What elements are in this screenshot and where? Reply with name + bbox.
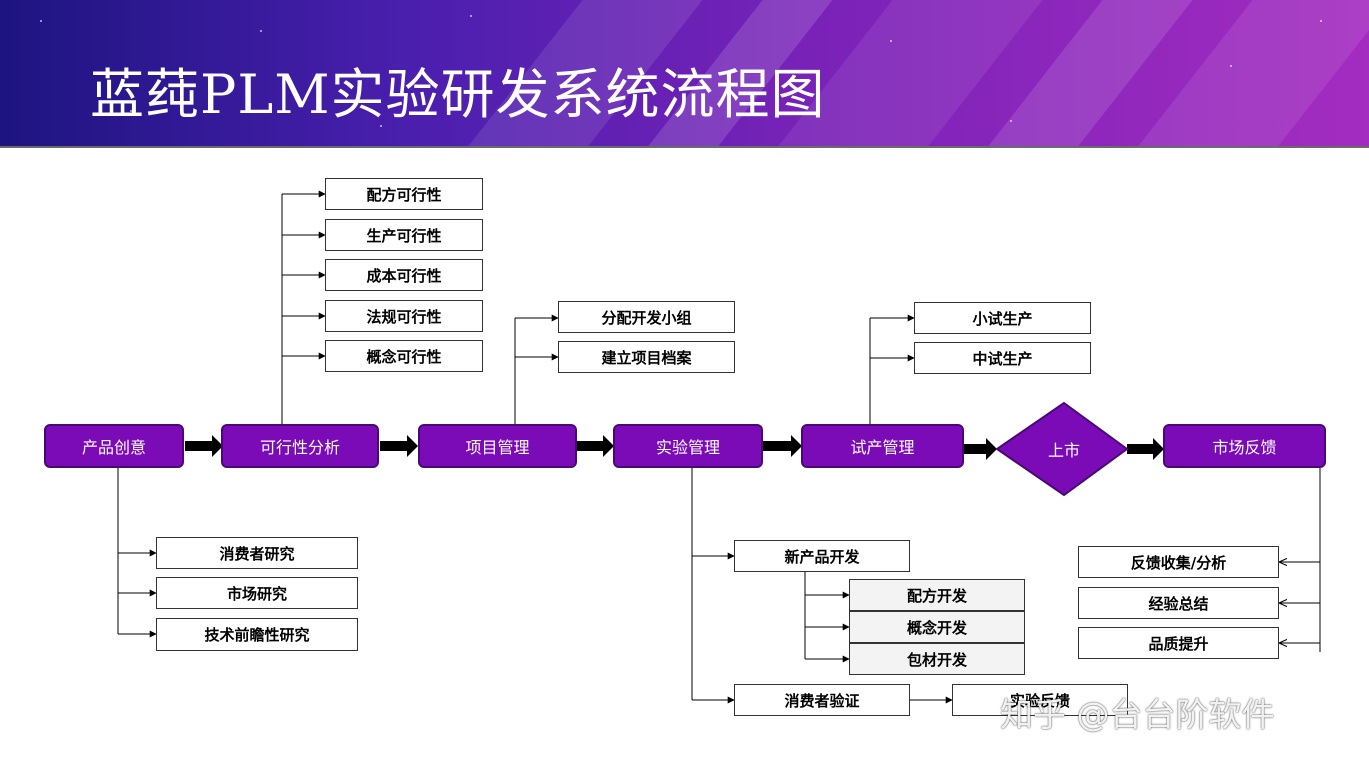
trial-item: 中试生产 [914,342,1091,374]
project-branch [514,314,559,424]
feedback-item: 经验总结 [1078,587,1279,619]
main-arrows [185,435,1164,460]
feedback-item: 反馈收集/分析 [1078,546,1279,578]
trial-item: 小试生产 [914,302,1091,334]
main-arrow [185,435,223,457]
banner-divider [0,146,1369,148]
project-item: 分配开发小组 [558,301,735,333]
idea-item: 市场研究 [156,577,358,609]
feasibility-item: 概念可行性 [325,340,483,372]
step-idea: 产品创意 [44,424,184,468]
main-arrow [1127,438,1164,460]
watermark: 知乎 @台台阶软件 [1000,695,1275,734]
feasibility-branch [281,190,326,424]
new-product-item: 包材开发 [849,643,1025,675]
step-experiment: 实验管理 [613,424,763,468]
feasibility-item: 生产可行性 [325,219,483,251]
main-arrow [577,435,614,457]
step-launch-label: 上市 [1047,441,1080,460]
idea-item: 技术前瞻性研究 [156,618,358,651]
main-arrow [380,435,418,457]
main-arrow [964,438,997,460]
new-product-item: 概念开发 [849,611,1025,643]
project-item: 建立项目档案 [558,341,735,373]
feasibility-item: 配方可行性 [325,178,483,210]
new-product-item: 配方开发 [849,579,1025,611]
feasibility-item: 法规可行性 [325,300,483,332]
idea-item: 消费者研究 [156,537,358,569]
idea-branch [117,468,157,638]
feasibility-item: 成本可行性 [325,259,483,291]
step-feasibility: 可行性分析 [221,424,379,468]
step-feedback: 市场反馈 [1163,424,1326,468]
header-banner [0,0,1369,147]
consumer-validation-result: 实验反馈 [952,684,1128,716]
feedback-item: 品质提升 [1078,627,1279,659]
experiment-branch [691,468,953,704]
step-project: 项目管理 [418,424,577,468]
experiment-consumer-validation: 消费者验证 [734,684,910,716]
trial-branch [869,314,915,424]
page-title: 蓝莼PLM实验研发系统流程图 [90,63,826,126]
launch-diamond [995,401,1129,497]
step-trial: 试产管理 [801,424,964,468]
experiment-new-product: 新产品开发 [734,540,910,572]
main-arrow [763,435,802,457]
feedback-branch [1279,468,1321,652]
